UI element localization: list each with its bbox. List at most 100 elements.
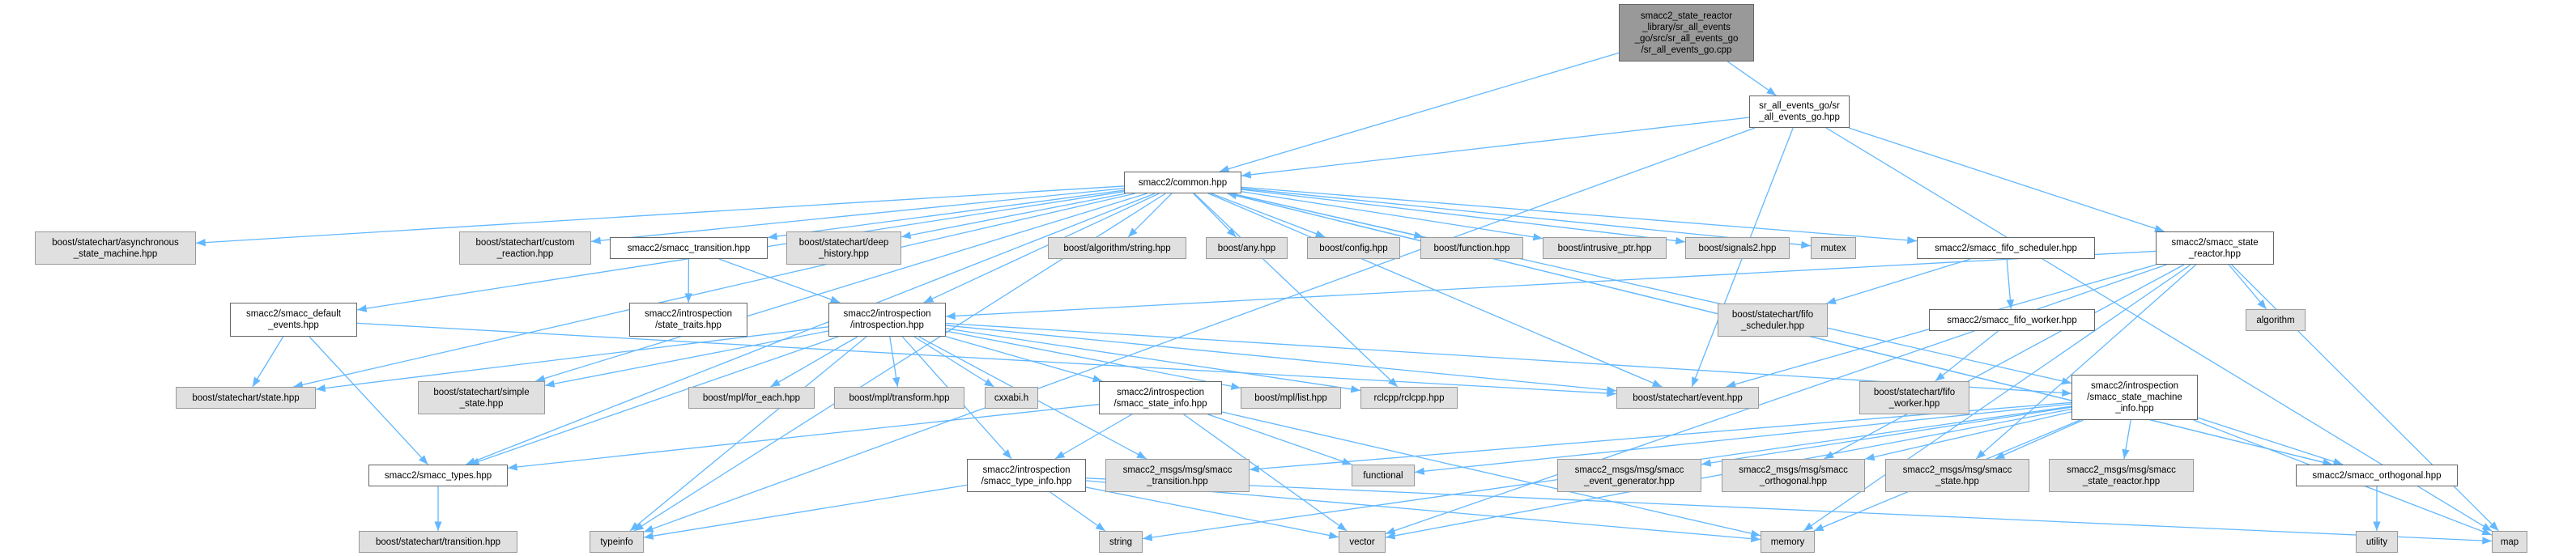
edge-introspection-to-typeinfo — [629, 336, 867, 532]
node-vector[interactable]: vector — [1339, 531, 1386, 553]
node-memory[interactable]: memory — [1761, 531, 1815, 553]
edge-common-to-custom — [590, 188, 1125, 244]
edge-sr_hpp-to-common — [1241, 117, 1750, 179]
node-smacc-types[interactable]: smacc2/smacc_types.hpp — [368, 465, 508, 486]
edge-introspection-to-simple_state — [544, 330, 829, 388]
edge-sr_hpp-to-state_reactor — [1848, 127, 2165, 232]
edge-introspection-to-state_hpp — [315, 326, 829, 393]
edge-default_events-to-event — [356, 322, 1617, 397]
edge-transition-to-introspection — [718, 258, 841, 303]
edge-common-to-mutex — [1241, 188, 1812, 249]
edge-state_info-to-functional — [1207, 414, 1352, 465]
node-mpl-list[interactable]: boost/mpl/list.hpp — [1241, 387, 1341, 409]
edge-sm_info-to-orthogonal — [2197, 417, 2344, 465]
node-default-events[interactable]: smacc2/smacc_default _events.hpp — [230, 303, 357, 337]
node-sr-hpp[interactable]: sr_all_events_go/sr _all_events_go.hpp — [1749, 95, 1850, 128]
edge-introspection-to-cxxabi — [913, 336, 994, 388]
node-algorithm[interactable]: algorithm — [2246, 309, 2306, 331]
node-b-fifo-sched[interactable]: boost/statechart/fifo _scheduler.hpp — [1718, 303, 1828, 337]
node-introspection[interactable]: smacc2/introspection /introspection.hpp — [828, 303, 946, 337]
edge-common-to-transition — [767, 189, 1125, 240]
node-orthogonal[interactable]: smacc2/smacc_orthogonal.hpp — [2296, 465, 2458, 486]
node-state-traits[interactable]: smacc2/introspection /state_traits.hpp — [629, 303, 747, 337]
node-type-info[interactable]: smacc2/introspection /smacc_type_info.hp… — [967, 459, 1086, 492]
node-state-info[interactable]: smacc2/introspection /smacc_state_info.h… — [1099, 381, 1222, 414]
edge-state_reactor-to-msg_state — [1975, 264, 2197, 460]
edge-default_events-to-state_hpp — [252, 336, 284, 388]
edge-sr_hpp-to-typeinfo — [643, 127, 1756, 533]
node-algo-string[interactable]: boost/algorithm/string.hpp — [1048, 237, 1186, 259]
edge-state_info-to-type_info — [1054, 414, 1132, 460]
node-simple-state[interactable]: boost/statechart/simple _state.hpp — [418, 381, 545, 414]
node-root[interactable]: smacc2_state_reactor _library/sr_all_eve… — [1619, 4, 1754, 62]
node-fifo-worker[interactable]: smacc2/smacc_fifo_worker.hpp — [1929, 309, 2095, 331]
edge-introspection-to-event — [945, 325, 1617, 394]
edge-root-to-sr_hpp — [1727, 61, 1777, 96]
node-msg-orthogonal[interactable]: smacc2_msgs/msg/smacc _orthogonal.hpp — [1722, 459, 1865, 492]
node-state-reactor[interactable]: smacc2/smacc_state _reactor.hpp — [2156, 231, 2274, 265]
node-for-each[interactable]: boost/mpl/for_each.hpp — [688, 387, 815, 409]
edge-common-to-state_hpp — [293, 193, 1135, 388]
node-map[interactable]: map — [2492, 531, 2527, 553]
node-common[interactable]: smacc2/common.hpp — [1124, 172, 1241, 193]
node-b-fifo-worker[interactable]: boost/statechart/fifo _worker.hpp — [1859, 381, 1969, 414]
node-mutex[interactable]: mutex — [1811, 237, 1856, 259]
edge-introspection-to-state_info — [945, 336, 1103, 383]
node-utility[interactable]: utility — [2356, 531, 2398, 553]
node-state-hpp[interactable]: boost/statechart/state.hpp — [176, 387, 316, 409]
node-typeinfo[interactable]: typeinfo — [590, 531, 644, 553]
edge-sm_info-to-msg_event_gen — [1701, 406, 2072, 467]
node-rclcpp[interactable]: rclcpp/rclcpp.hpp — [1360, 387, 1458, 409]
edge-root-to-common — [1219, 52, 1620, 173]
edge-common-to-sm_info — [1231, 193, 2072, 385]
edge-introspection-to-for_each — [770, 336, 858, 388]
node-intrusive[interactable]: boost/intrusive_ptr.hpp — [1543, 237, 1667, 259]
node-async[interactable]: boost/statechart/asynchronous _state_mac… — [35, 231, 196, 265]
node-event[interactable]: boost/statechart/event.hpp — [1616, 387, 1759, 409]
edge-common-to-rclcpp — [1194, 193, 1399, 388]
node-functional[interactable]: functional — [1352, 465, 1415, 486]
edge-sm_info-to-msg_state_reactor — [2122, 419, 2131, 460]
edge-common-to-algo_string — [1127, 193, 1173, 238]
node-signals2[interactable]: boost/signals2.hpp — [1685, 237, 1790, 259]
edge-sm_info-to-msg_orthogonal — [1864, 411, 2072, 461]
edge-state_reactor-to-memory — [1803, 264, 2191, 532]
node-config[interactable]: boost/config.hpp — [1307, 237, 1400, 259]
node-deep[interactable]: boost/statechart/deep _history.hpp — [786, 231, 901, 265]
edge-introspection-to-rclcpp — [945, 328, 1361, 393]
edge-state_reactor-to-msg_orthogonal — [1824, 264, 2185, 460]
node-function[interactable]: boost/function.hpp — [1420, 237, 1523, 259]
edge-state_reactor-to-map — [2231, 264, 2499, 532]
node-any[interactable]: boost/any.hpp — [1206, 237, 1288, 259]
edge-type_info-to-map — [1085, 477, 2493, 545]
edge-common-to-introspection — [923, 193, 1160, 303]
node-msg-state[interactable]: smacc2_msgs/msg/smacc _state.hpp — [1885, 459, 2029, 492]
node-string[interactable]: string — [1099, 531, 1143, 553]
edge-common-to-any — [1193, 193, 1237, 238]
edge-state_info-to-vector — [1183, 414, 1348, 532]
node-transform[interactable]: boost/mpl/transform.hpp — [834, 387, 964, 409]
edge-type_info-to-typeinfo — [643, 484, 968, 540]
edge-fifo_worker-to-b_fifo_worker — [1935, 330, 1999, 382]
edge-introspection-to-mpl_list — [945, 330, 1241, 390]
node-b-transition[interactable]: boost/statechart/transition.hpp — [359, 531, 517, 553]
node-cxxabi[interactable]: cxxabi.h — [985, 387, 1038, 409]
edge-state_reactor-to-algorithm — [2228, 264, 2267, 310]
edge-introspection-to-smacc_types — [469, 336, 839, 465]
edge-state_info-to-smacc_types — [507, 404, 1100, 471]
node-sm-info[interactable]: smacc2/introspection /smacc_state_machin… — [2071, 375, 2198, 420]
node-msg-state-reactor[interactable]: smacc2_msgs/msg/smacc _state_reactor.hpp — [2049, 459, 2194, 492]
node-msg-transition[interactable]: smacc2_msgs/msg/smacc _transition.hpp — [1105, 459, 1250, 492]
edge-sm_info-to-msg_state — [1995, 419, 2084, 460]
edge-common-to-deep — [901, 193, 1126, 240]
node-transition[interactable]: smacc2/smacc_transition.hpp — [610, 237, 768, 259]
edge-sr_hpp-to-map — [1825, 127, 2493, 532]
node-custom[interactable]: boost/statechart/custom _reaction.hpp — [459, 231, 591, 265]
edge-state_reactor-to-introspection — [945, 250, 2157, 320]
edge-common-to-fifo_sched — [1241, 186, 1918, 244]
edge-fifo_sched-to-b_fifo_sched — [1826, 258, 1971, 305]
edge-common-to-intrusive — [1241, 191, 1543, 241]
node-msg-event-gen[interactable]: smacc2_msgs/msg/smacc _event_generator.h… — [1557, 459, 1701, 492]
node-fifo-sched[interactable]: smacc2/smacc_fifo_scheduler.hpp — [1917, 237, 2095, 259]
edge-fifo_sched-to-fifo_worker — [2006, 258, 2015, 310]
